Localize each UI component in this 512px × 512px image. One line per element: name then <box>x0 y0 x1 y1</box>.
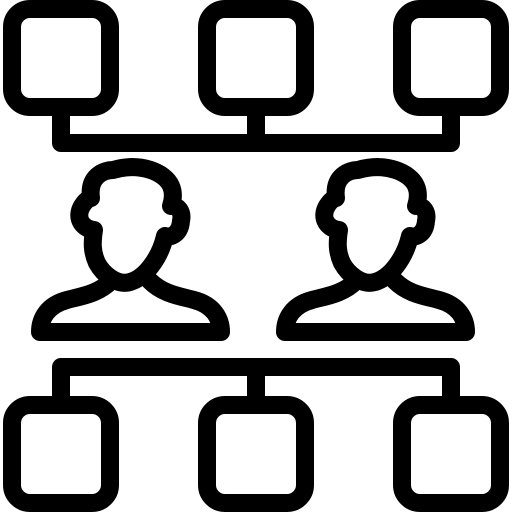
top-connector-line <box>52 98 460 152</box>
bottom-left-square-icon <box>3 396 119 512</box>
top-middle-square-icon <box>198 0 314 116</box>
top-right-square-icon <box>393 0 509 116</box>
top-left-square-icon <box>3 0 119 116</box>
bottom-right-square-icon <box>393 396 509 512</box>
right-person-icon <box>276 158 475 341</box>
bottom-middle-square-icon <box>198 396 314 512</box>
left-person-icon <box>31 158 230 341</box>
